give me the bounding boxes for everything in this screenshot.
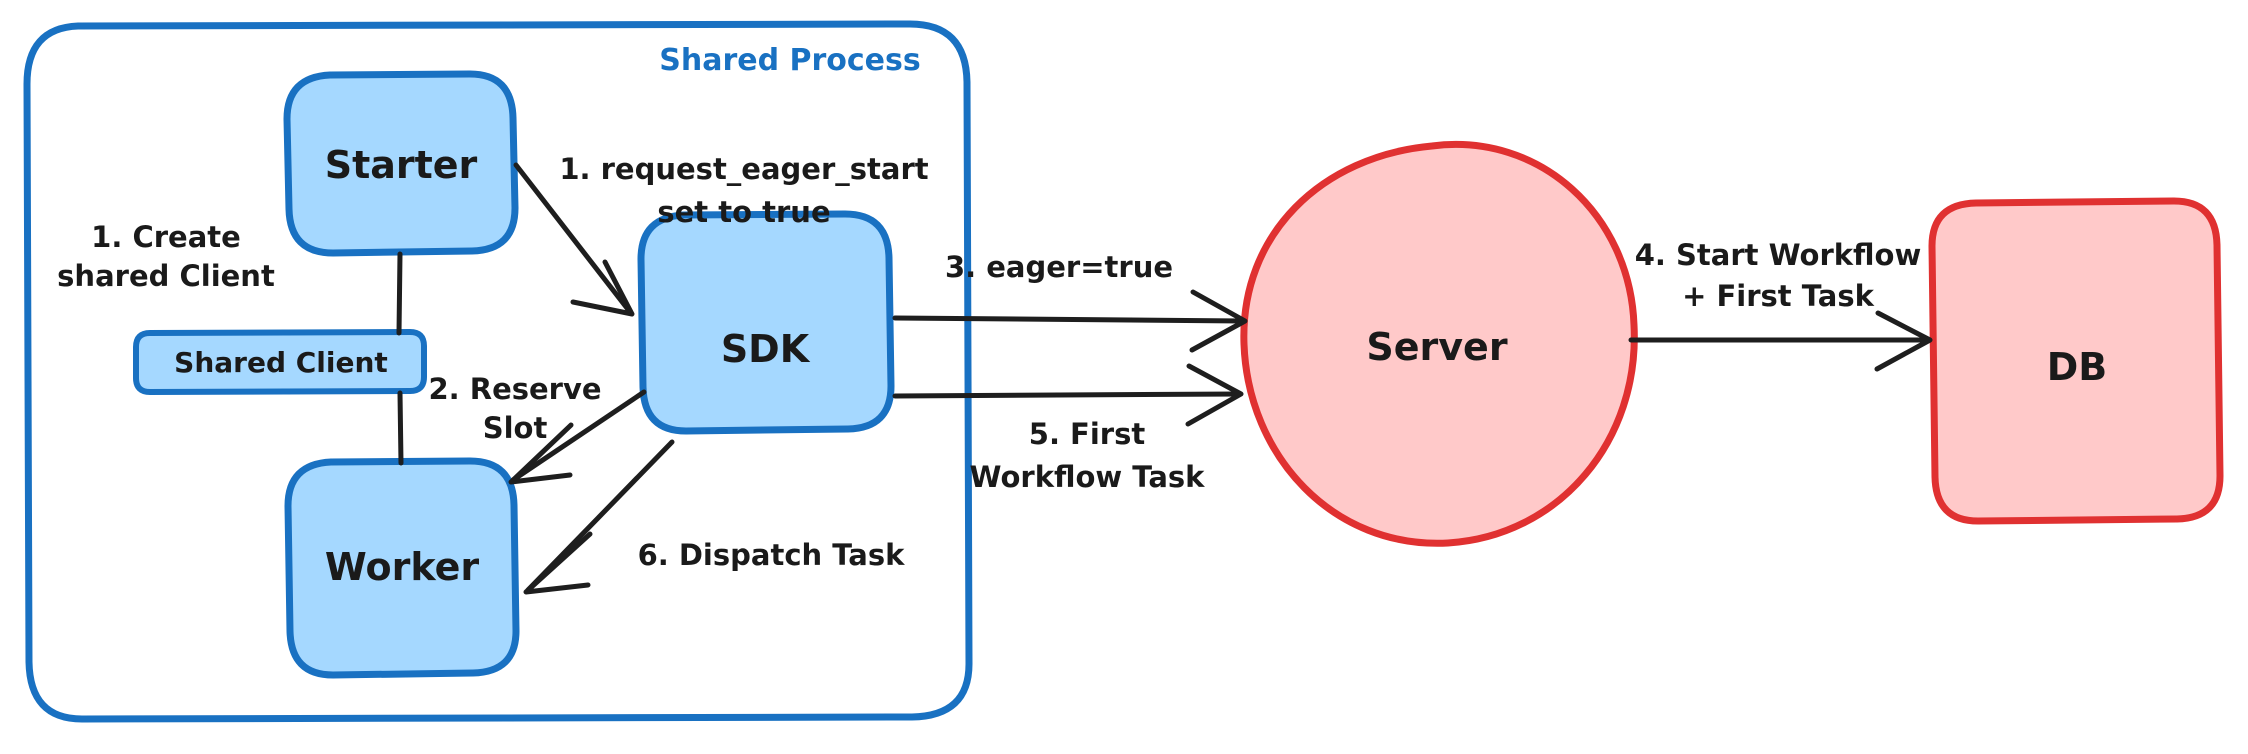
edge-starter-to-sdk xyxy=(513,162,635,317)
label-request-eager-start: 1. request_eager_start set to true xyxy=(559,152,928,229)
reserve-slot-label-line2: Slot xyxy=(483,411,548,445)
worker-label: Worker xyxy=(325,545,479,589)
edge-sdk-to-worker-dispatch xyxy=(523,439,675,595)
first-workflow-task-label-line2: Workflow Task xyxy=(970,460,1206,494)
sdk-label: SDK xyxy=(721,327,811,371)
label-eager-true: 3. eager=true xyxy=(945,250,1173,284)
start-workflow-label-line2: + First Task xyxy=(1682,279,1875,313)
node-shared-client[interactable]: Shared Client xyxy=(133,329,427,395)
first-workflow-task-label-line1: 5. First xyxy=(1029,417,1146,451)
node-worker[interactable]: Worker xyxy=(284,457,520,679)
label-create-shared-client: 1. Create shared Client xyxy=(57,220,275,293)
starter-sdk-arrowhead xyxy=(570,259,635,317)
sdk-shape xyxy=(637,210,895,435)
edge-shared-client-to-worker xyxy=(397,390,404,466)
sharedclient-worker-line xyxy=(397,390,404,466)
sdk-worker-reserve-arrowhead xyxy=(508,422,574,485)
node-starter[interactable]: Starter xyxy=(283,70,519,257)
sdk-worker-reserve-line xyxy=(510,389,647,483)
db-shape xyxy=(1928,197,2224,525)
starter-shape xyxy=(283,70,519,257)
dispatch-task-label: 6. Dispatch Task xyxy=(638,538,906,572)
start-workflow-label-line1: 4. Start Workflow xyxy=(1635,238,1922,272)
sdk-server-eager-line xyxy=(892,315,1246,324)
edge-sdk-to-server-eager xyxy=(892,289,1248,353)
db-label: DB xyxy=(2047,345,2108,389)
create-shared-client-label-line1: 1. Create xyxy=(91,220,241,254)
sdk-server-eager-arrowhead xyxy=(1189,289,1248,353)
eager-true-label: 3. eager=true xyxy=(945,250,1173,284)
sdk-worker-dispatch-arrowhead xyxy=(523,531,593,595)
shared-process-border xyxy=(23,20,973,723)
node-server[interactable]: Server xyxy=(1240,141,1638,547)
starter-sharedclient-line xyxy=(396,251,403,336)
reserve-slot-label-line1: 2. Reserve xyxy=(428,372,601,406)
label-first-workflow-task: 5. First Workflow Task xyxy=(970,417,1206,494)
server-label: Server xyxy=(1366,325,1507,369)
shared-client-shape xyxy=(133,329,427,395)
sdk-server-firsttask-arrowhead xyxy=(1185,363,1244,427)
label-start-workflow: 4. Start Workflow + First Task xyxy=(1635,238,1922,313)
shared-process-label: Shared Process xyxy=(659,43,921,78)
request-eager-start-label-line2: set to true xyxy=(657,195,830,229)
edge-starter-to-shared-client xyxy=(396,251,403,336)
node-db[interactable]: DB xyxy=(1928,197,2224,525)
edge-sdk-to-server-first-task xyxy=(892,363,1244,427)
server-shape xyxy=(1240,141,1638,547)
request-eager-start-label-line1: 1. request_eager_start xyxy=(559,152,928,186)
starter-sdk-line xyxy=(513,162,633,315)
label-reserve-slot: 2. Reserve Slot xyxy=(428,372,601,445)
server-db-arrowhead xyxy=(1874,310,1933,372)
node-sdk[interactable]: SDK xyxy=(637,210,895,435)
edge-server-to-db xyxy=(1628,310,1933,372)
sdk-server-firsttask-line xyxy=(892,391,1242,399)
create-shared-client-label-line2: shared Client xyxy=(57,259,275,293)
worker-shape xyxy=(284,457,520,679)
starter-label: Starter xyxy=(325,143,478,187)
label-shared-process: Shared Process xyxy=(659,43,921,78)
shared-process-group xyxy=(23,20,973,723)
shared-client-label: Shared Client xyxy=(174,346,388,379)
edge-sdk-to-worker-reserve xyxy=(508,389,647,485)
label-dispatch-task: 6. Dispatch Task xyxy=(638,538,906,572)
